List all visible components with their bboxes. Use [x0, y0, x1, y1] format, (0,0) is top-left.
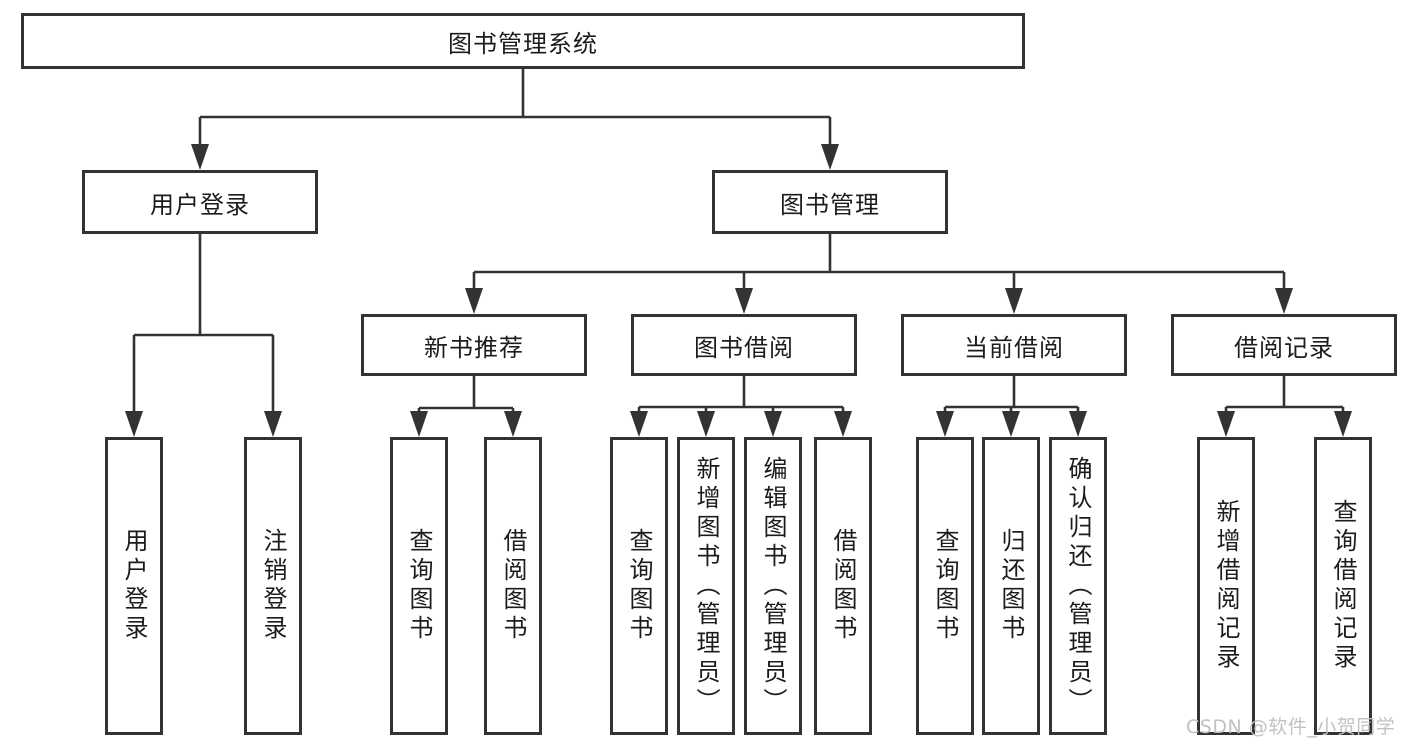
- connector-userlogin-to-leaves: [125, 234, 282, 437]
- leaf-logout: 注销登录: [244, 437, 302, 735]
- connector-newbookrec-to-leaves: [410, 376, 522, 437]
- leaf-confirm-return-admin: 确认归还（管理员）: [1049, 437, 1107, 735]
- leaf-query-books-current: 查询图书: [916, 437, 974, 735]
- node-system-root: 图书管理系统: [21, 13, 1025, 69]
- leaf-query-books-recommend: 查询图书: [390, 437, 448, 735]
- connector-bookmgmt-to-level3: [465, 234, 1293, 314]
- node-user-login: 用户登录: [82, 170, 318, 234]
- leaf-edit-books-admin: 编辑图书（管理员）: [744, 437, 802, 735]
- node-new-book-recommendation: 新书推荐: [361, 314, 587, 376]
- connector-borrowrecord-to-leaves: [1217, 376, 1352, 437]
- node-borrowing-records: 借阅记录: [1171, 314, 1397, 376]
- node-current-borrowing: 当前借阅: [901, 314, 1127, 376]
- leaf-user-login: 用户登录: [105, 437, 163, 735]
- leaf-return-books: 归还图书: [982, 437, 1040, 735]
- node-book-borrowing: 图书借阅: [631, 314, 857, 376]
- connector-bookborrow-to-leaves: [630, 376, 852, 437]
- connector-root-to-level2: [191, 69, 839, 170]
- leaf-add-books-admin: 新增图书（管理员）: [677, 437, 735, 735]
- leaf-add-borrow-record: 新增借阅记录: [1197, 437, 1255, 735]
- leaf-borrow-books-recommend: 借阅图书: [484, 437, 542, 735]
- connector-currentborrow-to-leaves: [936, 376, 1087, 437]
- leaf-query-borrow-record: 查询借阅记录: [1314, 437, 1372, 735]
- leaf-query-books-borrow: 查询图书: [610, 437, 668, 735]
- leaf-borrow-books: 借阅图书: [814, 437, 872, 735]
- node-book-management: 图书管理: [712, 170, 948, 234]
- csdn-watermark: CSDN @软件_小贺同学: [1186, 716, 1396, 738]
